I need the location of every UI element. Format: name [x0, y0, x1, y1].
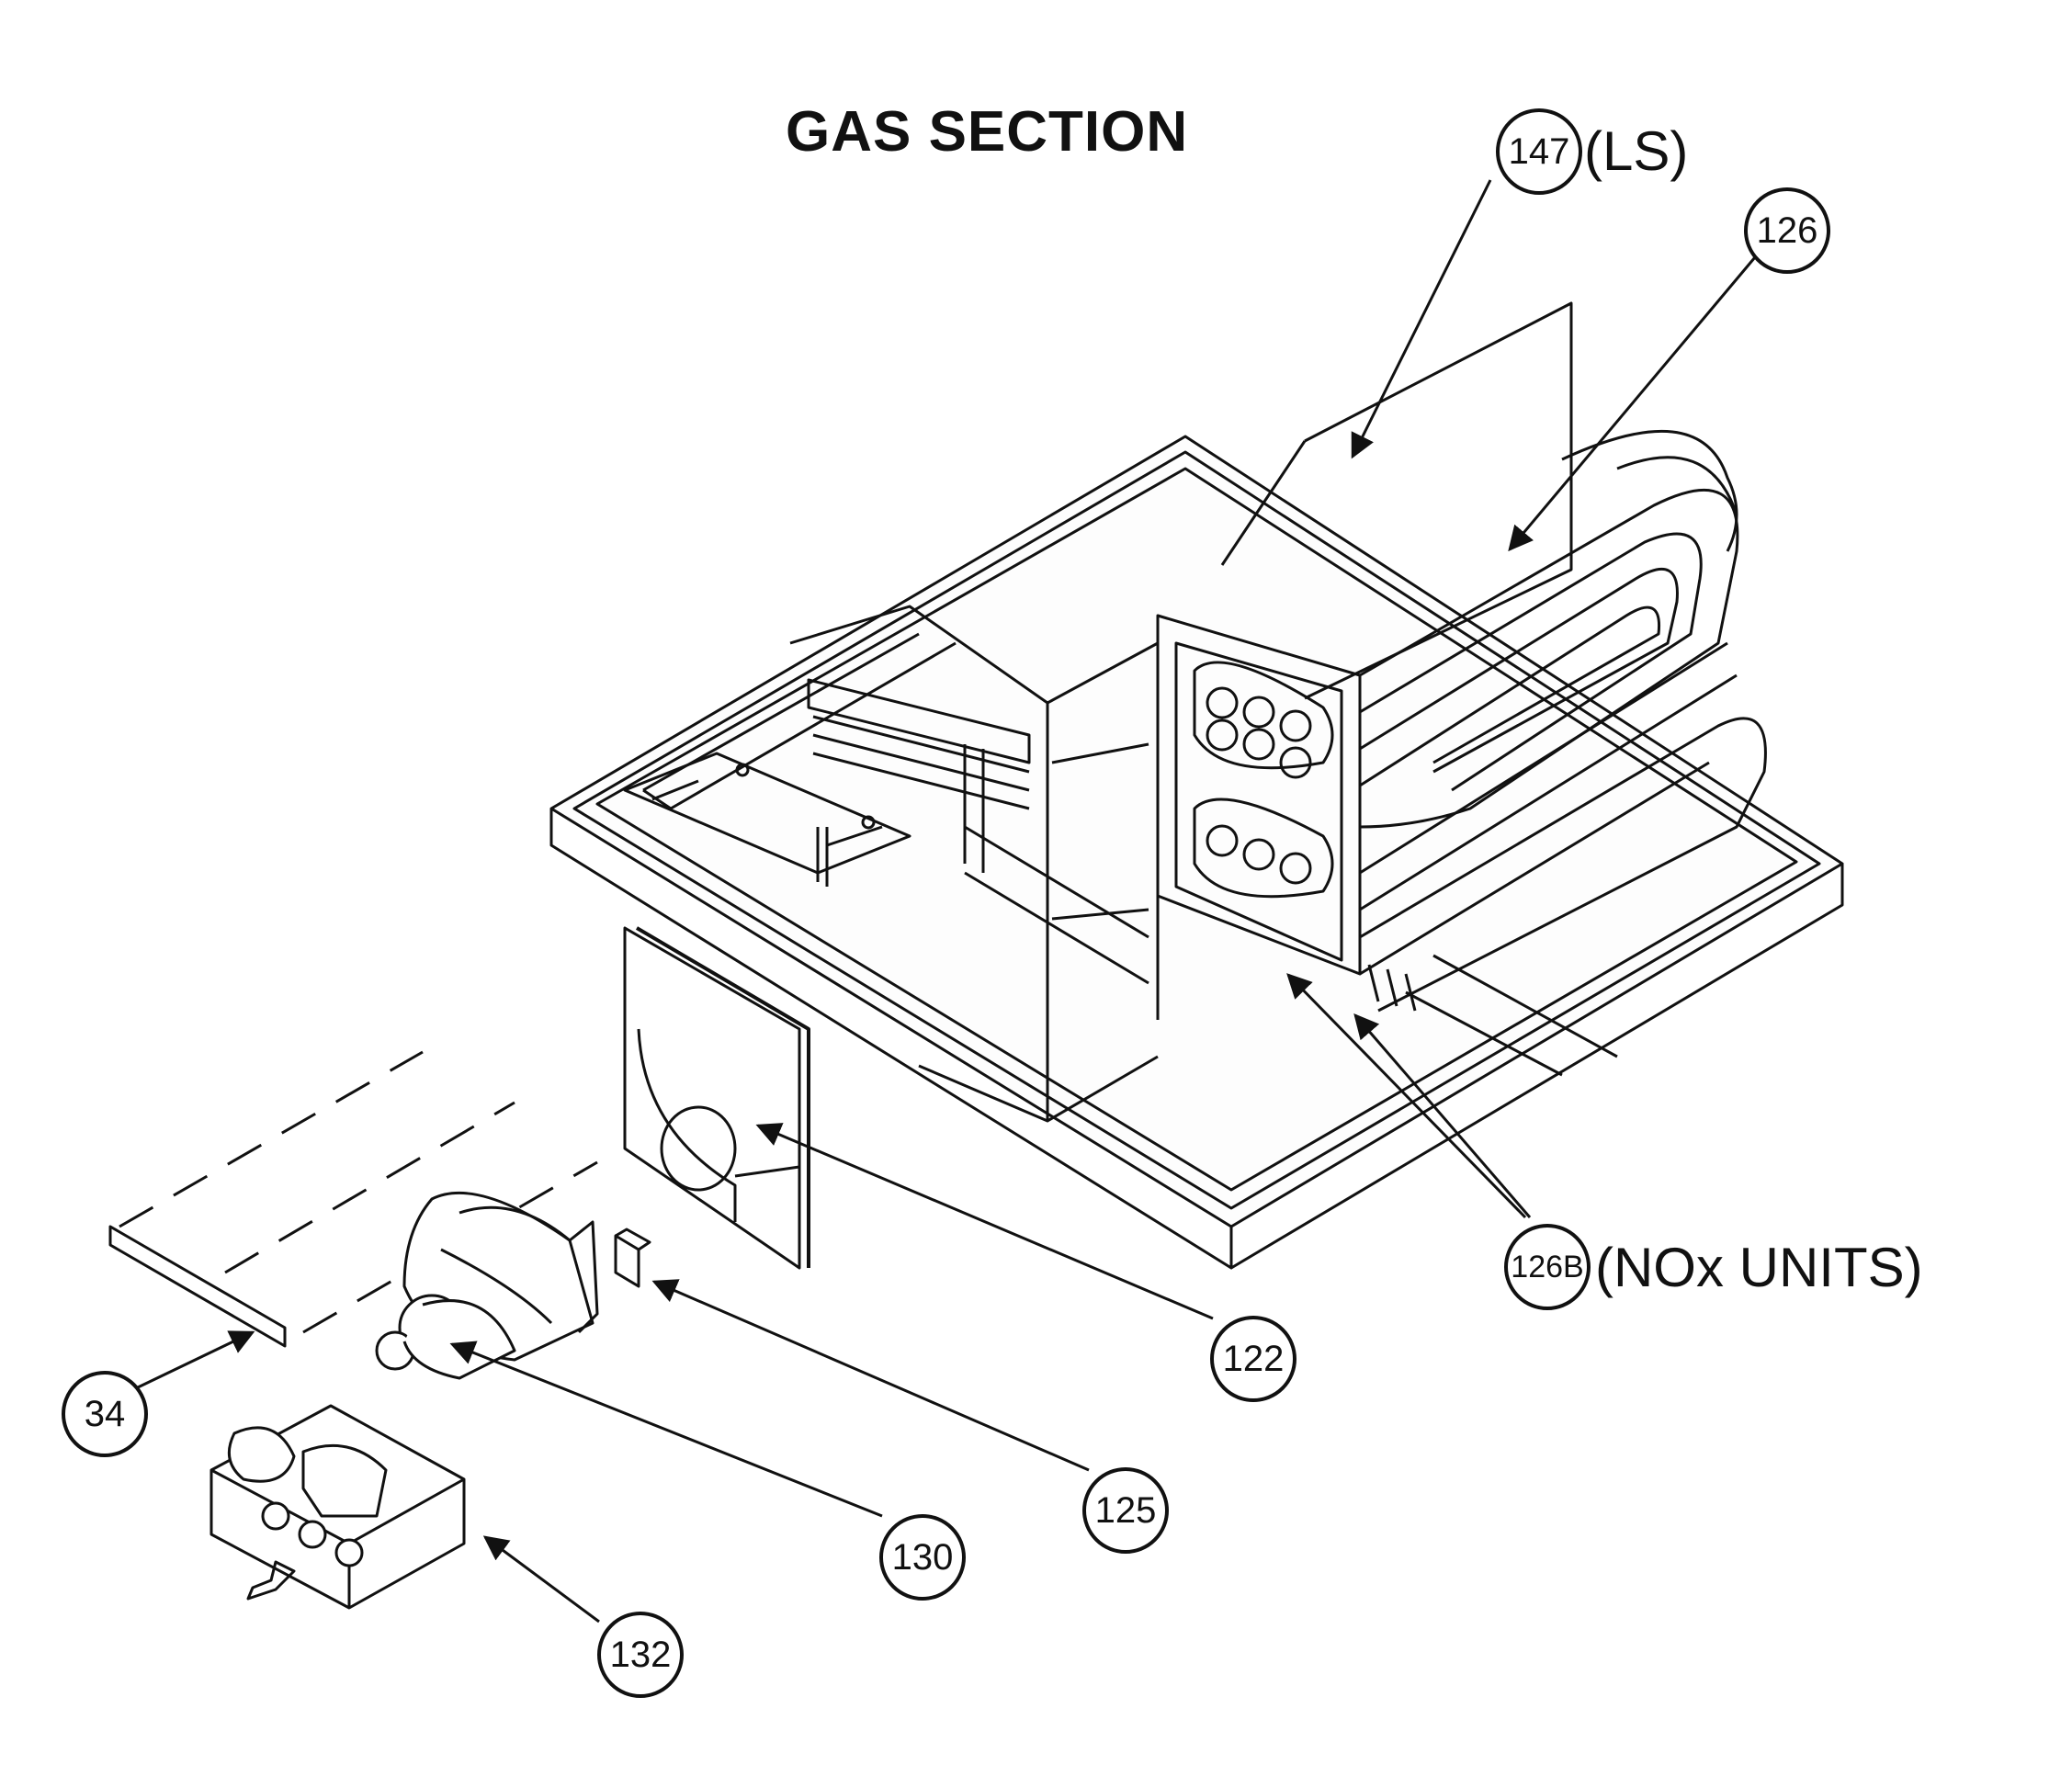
callout-label: 130 — [891, 1536, 954, 1578]
callout-label: 122 — [1222, 1338, 1285, 1379]
callout-125: 125 — [1082, 1467, 1169, 1554]
callout-label: 147 — [1508, 130, 1570, 172]
callout-147: 147 — [1496, 108, 1582, 195]
callout-126b: 126B — [1504, 1224, 1591, 1310]
callout-126: 126 — [1744, 187, 1830, 274]
page-title: GAS SECTION — [786, 100, 1189, 164]
note-ls: (LS) — [1584, 120, 1689, 182]
bracket — [614, 1228, 651, 1288]
filler-strip — [108, 1225, 287, 1348]
access-panel — [623, 926, 810, 1270]
leader-lines — [137, 179, 1757, 1624]
callout-label: 34 — [84, 1393, 126, 1434]
note-nox-units: (NOx UNITS) — [1595, 1237, 1923, 1298]
callout-132: 132 — [597, 1612, 684, 1698]
callout-label: 132 — [609, 1634, 672, 1675]
inducer-blower — [375, 1191, 599, 1380]
gas-valve-assembly — [209, 1404, 466, 1610]
callout-label: 126B — [1511, 1249, 1584, 1284]
callout-label: 125 — [1094, 1489, 1157, 1531]
callout-130: 130 — [879, 1514, 966, 1601]
callout-label: 126 — [1756, 209, 1818, 251]
callout-34: 34 — [62, 1371, 148, 1457]
callout-122: 122 — [1210, 1316, 1296, 1402]
heat-exchanger — [1156, 301, 1767, 1013]
explode-lines — [119, 1050, 598, 1334]
